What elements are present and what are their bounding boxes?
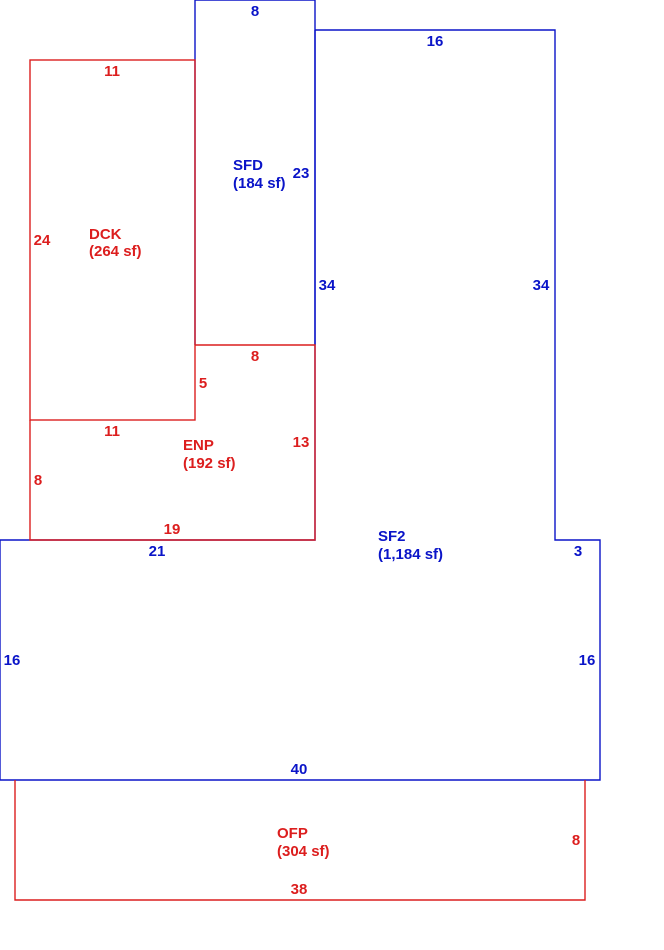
dck-outline xyxy=(29,59,196,421)
sf2-dim-inner-left: 34 xyxy=(319,277,336,294)
enp-area-label: (192 sf) xyxy=(183,455,236,472)
sf2-dim-right-upper: 34 xyxy=(533,277,550,294)
sfd-dim-right: 23 xyxy=(293,165,310,182)
dck-area-label: (264 sf) xyxy=(89,243,142,260)
enp-dim-top: 8 xyxy=(251,348,259,365)
ofp-outline xyxy=(14,780,586,901)
sfd-dim-top: 8 xyxy=(251,3,259,20)
sfd-code-label: SFD xyxy=(233,157,263,174)
sf2-dim-right-lower: 16 xyxy=(579,652,596,669)
dck-dim-top: 11 xyxy=(104,63,120,80)
sf2-dim-left-top: 21 xyxy=(149,543,166,560)
sf2-code-label: SF2 xyxy=(378,528,406,545)
ofp-code-label: OFP xyxy=(277,825,308,842)
enp-dim-bottom: 19 xyxy=(164,521,181,538)
ofp-dim-right: 8 xyxy=(572,832,580,849)
dck-dim-bottom: 11 xyxy=(104,423,120,440)
ofp-dim-bottom: 38 xyxy=(291,881,308,898)
sf2-dim-left: 16 xyxy=(4,652,21,669)
sf2-dim-jog: 3 xyxy=(574,543,582,560)
sf2-outline xyxy=(0,29,601,781)
sfd-area-label: (184 sf) xyxy=(233,175,286,192)
sf2-area-label: (1,184 sf) xyxy=(378,546,443,563)
dck-dim-left: 24 xyxy=(34,232,51,249)
enp-outline xyxy=(29,344,316,541)
enp-dim-left: 8 xyxy=(34,472,42,489)
enp-code-label: ENP xyxy=(183,437,214,454)
ofp-area-label: (304 sf) xyxy=(277,843,330,860)
dck-code-label: DCK xyxy=(89,226,122,243)
enp-dim-step: 5 xyxy=(199,375,207,392)
sf2-dim-bottom: 40 xyxy=(291,761,308,778)
enp-dim-right: 13 xyxy=(293,434,310,451)
sf2-dim-top: 16 xyxy=(427,33,444,50)
